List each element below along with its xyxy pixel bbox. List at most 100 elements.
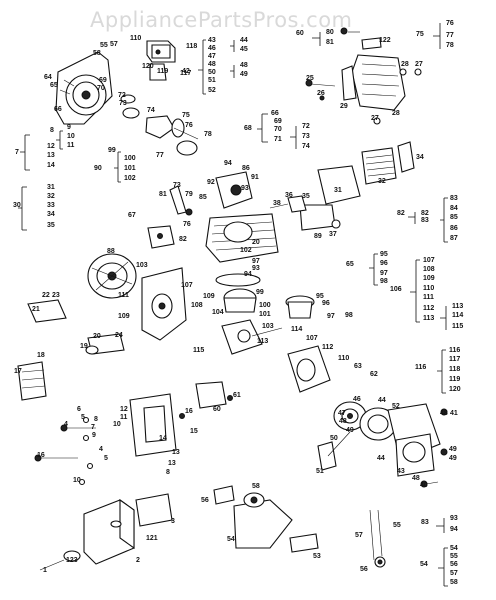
part-number-label: 58: [252, 483, 260, 490]
part-number-label: 94: [244, 271, 252, 278]
part-number-label: 110: [338, 355, 349, 362]
part-number-label: 43: [397, 468, 405, 475]
part-number-label: 81: [326, 39, 334, 46]
part-number-label: 24: [115, 332, 123, 339]
part-number-label: 27: [415, 61, 423, 68]
part-number-label: 13: [172, 449, 180, 456]
part-number-label: 102: [240, 247, 252, 254]
part-number-label: 111: [118, 292, 129, 299]
part-number-label: 11: [120, 414, 128, 421]
label-braces: [18, 23, 448, 587]
ignition-coil-part: [215, 171, 253, 209]
part-number-label: 99: [256, 289, 264, 296]
part-number-label: 98: [345, 312, 353, 319]
part-number-label: 14: [47, 162, 55, 169]
part-number-label: 6: [77, 406, 81, 413]
part-number-label: 23: [52, 292, 60, 299]
part-number-label: 94: [224, 160, 232, 167]
part-number-label: 48: [339, 418, 347, 425]
part-number-label: 85: [199, 194, 207, 201]
part-number-label: 49: [240, 71, 248, 78]
mounting-bracket-part: [195, 381, 233, 409]
part-number-label: 9: [92, 432, 96, 439]
part-number-label: 15: [190, 428, 198, 435]
part-number-label: 10: [73, 477, 81, 484]
part-number-label: 107: [423, 257, 435, 264]
part-number-label: 7: [15, 149, 19, 156]
ignition-module-part: [17, 299, 125, 401]
part-number-label: 26: [317, 90, 325, 97]
bracket-assembly-part: [146, 40, 176, 81]
part-number-label: 4: [99, 446, 103, 453]
part-number-label: 97: [327, 313, 335, 320]
part-number-label: 73: [302, 133, 310, 140]
part-number-label: 118: [449, 366, 460, 373]
part-number-label: 48: [412, 475, 420, 482]
part-number-label: 47: [338, 410, 346, 417]
part-number-label: 112: [322, 344, 333, 351]
flywheel-part: [87, 253, 137, 299]
part-number-label: 122: [379, 37, 391, 44]
part-number-label: 110: [423, 285, 434, 292]
part-number-label: 58: [93, 50, 101, 57]
part-number-label: 76: [185, 122, 193, 129]
part-number-label: 67: [128, 212, 136, 219]
part-number-label: 87: [450, 235, 458, 242]
primer-tank-part: [213, 485, 319, 553]
part-number-label: 68: [244, 125, 252, 132]
part-number-label: 103: [262, 323, 274, 330]
part-number-label: 113: [423, 315, 434, 322]
part-number-label: 12: [120, 406, 128, 413]
part-number-label: 41: [450, 410, 458, 417]
part-number-label: 3: [171, 518, 175, 525]
part-number-label: 91: [251, 174, 259, 181]
clutch-parts: [120, 94, 199, 156]
part-number-label: 8: [50, 127, 54, 134]
part-number-label: 46: [353, 396, 361, 403]
part-number-label: 93: [252, 265, 260, 272]
part-number-label: 83: [450, 195, 458, 202]
part-number-label: 14: [159, 435, 167, 442]
part-number-label: 8: [166, 469, 170, 476]
part-number-label: 65: [50, 82, 58, 89]
part-number-label: 102: [124, 175, 136, 182]
part-number-label: 34: [416, 154, 424, 161]
part-number-label: 50: [330, 435, 338, 442]
part-number-label: 22: [42, 292, 50, 299]
part-number-label: 117: [180, 70, 191, 77]
part-number-label: 69: [99, 77, 107, 84]
part-number-label: 83: [421, 519, 429, 526]
part-number-label: 64: [44, 74, 52, 81]
part-number-label: 76: [446, 20, 454, 27]
part-number-label: 97: [252, 258, 260, 265]
part-number-label: 31: [334, 187, 342, 194]
part-number-label: 54: [227, 536, 235, 543]
part-number-label: 66: [271, 110, 279, 117]
part-number-label: 77: [156, 152, 164, 159]
part-number-label: 60: [213, 406, 221, 413]
part-number-label: 33: [47, 202, 55, 209]
part-number-label: 117: [449, 356, 460, 363]
starter-handle-part: [317, 431, 351, 471]
part-number-label: 42: [182, 68, 190, 75]
part-number-label: 54: [450, 545, 458, 552]
part-number-label: 40: [420, 482, 428, 489]
part-number-label: 31: [47, 184, 55, 191]
part-number-label: 88: [107, 248, 115, 255]
part-number-label: 73: [119, 100, 127, 107]
part-number-label: 101: [259, 311, 271, 318]
part-number-label: 19: [80, 343, 88, 350]
part-number-label: 74: [302, 143, 310, 150]
part-number-label: 38: [273, 200, 281, 207]
part-number-label: 123: [66, 557, 78, 564]
part-number-label: 57: [355, 532, 363, 539]
part-number-label: 84: [450, 205, 458, 212]
part-number-label: 109: [118, 313, 130, 320]
part-number-label: 113: [452, 303, 463, 310]
part-number-label: 51: [316, 468, 324, 475]
part-number-label: 116: [415, 364, 426, 371]
part-number-label: 50: [208, 69, 216, 76]
part-number-label: 82: [397, 210, 405, 217]
part-number-label: 86: [450, 225, 458, 232]
